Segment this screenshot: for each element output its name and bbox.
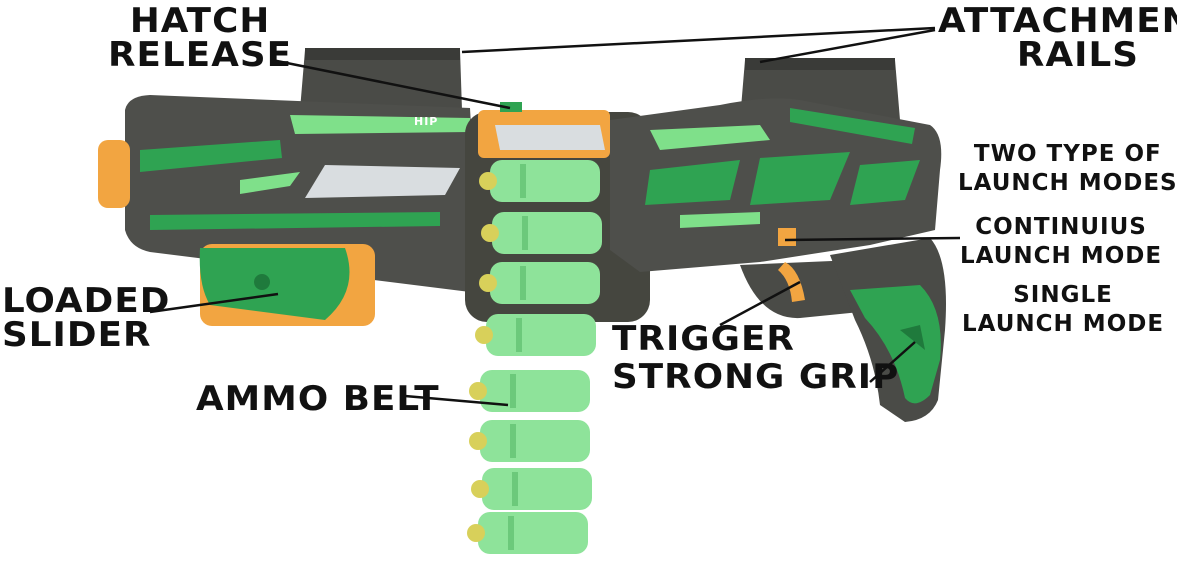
attachment-rails-line1: ATTACHMENT [938, 1, 1177, 41]
ammo-dart-tip [479, 172, 497, 190]
grip-line [869, 341, 916, 383]
ammo-dart-band [522, 216, 528, 250]
ammo-dart [490, 262, 600, 304]
ammo-dart-band [520, 266, 526, 300]
loaded-slider-line1: LOADED [2, 281, 171, 321]
ammo-dart [478, 512, 588, 554]
ammo-dart-tip [475, 326, 493, 344]
ammo-dart-band [512, 472, 518, 506]
ammo-dart-band [520, 164, 526, 198]
ammo-belt-label: AMMO BELT [196, 379, 440, 419]
attachment-rails-label: ATTACHMENT RAILS [938, 4, 1177, 72]
ammo-dart-band [508, 516, 514, 550]
ammo-dart [490, 160, 600, 202]
ammo-dart-band [510, 374, 516, 408]
strong-grip-label: STRONG GRIP [612, 357, 900, 397]
ammo-dart-tip [469, 382, 487, 400]
rail-line-rear [461, 26, 936, 54]
single-mode-line2: LAUNCH MODE [962, 311, 1165, 337]
ammo-dart-band [516, 318, 522, 352]
hatch-release-label: HATCH RELEASE [108, 4, 292, 72]
continuous-mode-line1: CONTINUIUS [975, 214, 1147, 240]
grip-part [830, 238, 946, 422]
loaded-slider-line [149, 292, 279, 314]
brand-mark: HIP [414, 115, 439, 128]
hatch-release-line [271, 58, 511, 110]
loaded-slider-label: LOADED SLIDER [2, 284, 170, 352]
continuous-mode-line2: LAUNCH MODE [960, 243, 1163, 269]
ammo-dart-tip [469, 432, 487, 450]
trigger-assembly [740, 260, 860, 319]
ammo-dart-tip [481, 224, 499, 242]
loaded-slider-part [199, 244, 375, 326]
rear-body [98, 95, 478, 292]
trigger-label: TRIGGER [612, 319, 795, 359]
mode-switch [778, 228, 796, 246]
ammo-dart-band [510, 424, 516, 458]
loaded-slider-line2: SLIDER [2, 315, 152, 355]
single-mode-label: SINGLE LAUNCH MODE [962, 284, 1164, 336]
ammo-dart [482, 468, 592, 510]
ammo-dart [480, 370, 590, 412]
ammo-dart [480, 420, 590, 462]
ammo-dart-tip [467, 524, 485, 542]
ammo-dart [486, 314, 596, 356]
continuous-mode-line [784, 236, 961, 242]
rail-line-front [759, 28, 936, 64]
ammo-belt-part [467, 160, 602, 554]
trigger-line [719, 280, 801, 327]
single-mode-line1: SINGLE [1013, 282, 1113, 308]
attachment-rails-line2: RAILS [1016, 35, 1140, 75]
ammo-dart [492, 212, 602, 254]
launch-modes-label: TWO TYPE OF LAUNCH MODES [958, 143, 1177, 195]
front-body [610, 98, 942, 272]
ammo-dart-tip [471, 480, 489, 498]
launch-modes-line2: LAUNCH MODES [958, 170, 1177, 196]
ammo-belt-line [404, 394, 509, 407]
hatch-release-line1: HATCH [129, 1, 271, 41]
continuous-mode-label: CONTINUIUS LAUNCH MODE [960, 216, 1162, 268]
launch-modes-line1: TWO TYPE OF [973, 141, 1162, 167]
orange-barrel-cap [98, 140, 130, 208]
rear-attachment-rail [300, 48, 462, 110]
leader-lines [149, 26, 961, 407]
hatch-release-line2: RELEASE [108, 35, 293, 75]
ammo-dart-tip [479, 274, 497, 292]
